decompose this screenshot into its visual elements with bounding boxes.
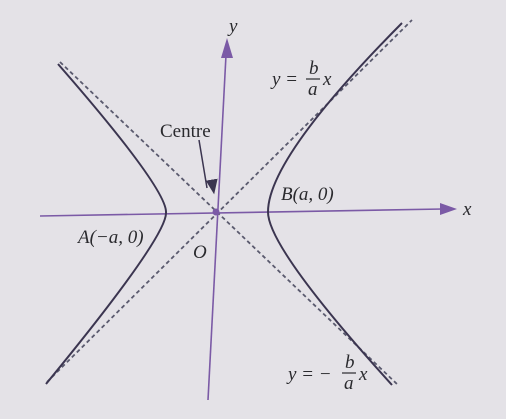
asymptote-negative-num: b [345, 352, 355, 373]
asymptote-positive-equation: y = b a x [270, 58, 332, 100]
asymptote-negative-lhs: y = − [286, 364, 332, 385]
x-axis-arrow-icon [440, 203, 457, 215]
y-axis-arrow-icon [221, 38, 233, 58]
x-axis-label: x [462, 199, 472, 220]
asymptote-positive-line [46, 19, 413, 383]
y-axis-label: y [227, 16, 238, 37]
origin-label: O [193, 242, 207, 263]
vertex-b-label: B(a, 0) [281, 184, 334, 205]
asymptote-positive-lhs: y = [270, 69, 298, 90]
asymptote-negative-den: a [344, 373, 354, 394]
hyperbola-right-branch [266, 22, 403, 386]
asymptote-negative-var: x [358, 364, 368, 385]
centre-label: Centre [160, 121, 211, 142]
asymptote-negative-line [59, 61, 399, 386]
asymptote-positive-var: x [322, 69, 332, 90]
asymptote-negative-equation: y = − b a x [286, 352, 368, 394]
asymptote-positive-num: b [309, 58, 319, 79]
asymptote-positive-den: a [308, 79, 318, 100]
vertex-a-label: A(−a, 0) [76, 227, 144, 248]
y-axis-line [207, 54, 227, 401]
hyperbola-left-branch [45, 63, 168, 385]
x-axis-line [39, 208, 444, 217]
centre-point [212, 208, 220, 216]
centre-pointer-arrow-icon [198, 139, 218, 195]
